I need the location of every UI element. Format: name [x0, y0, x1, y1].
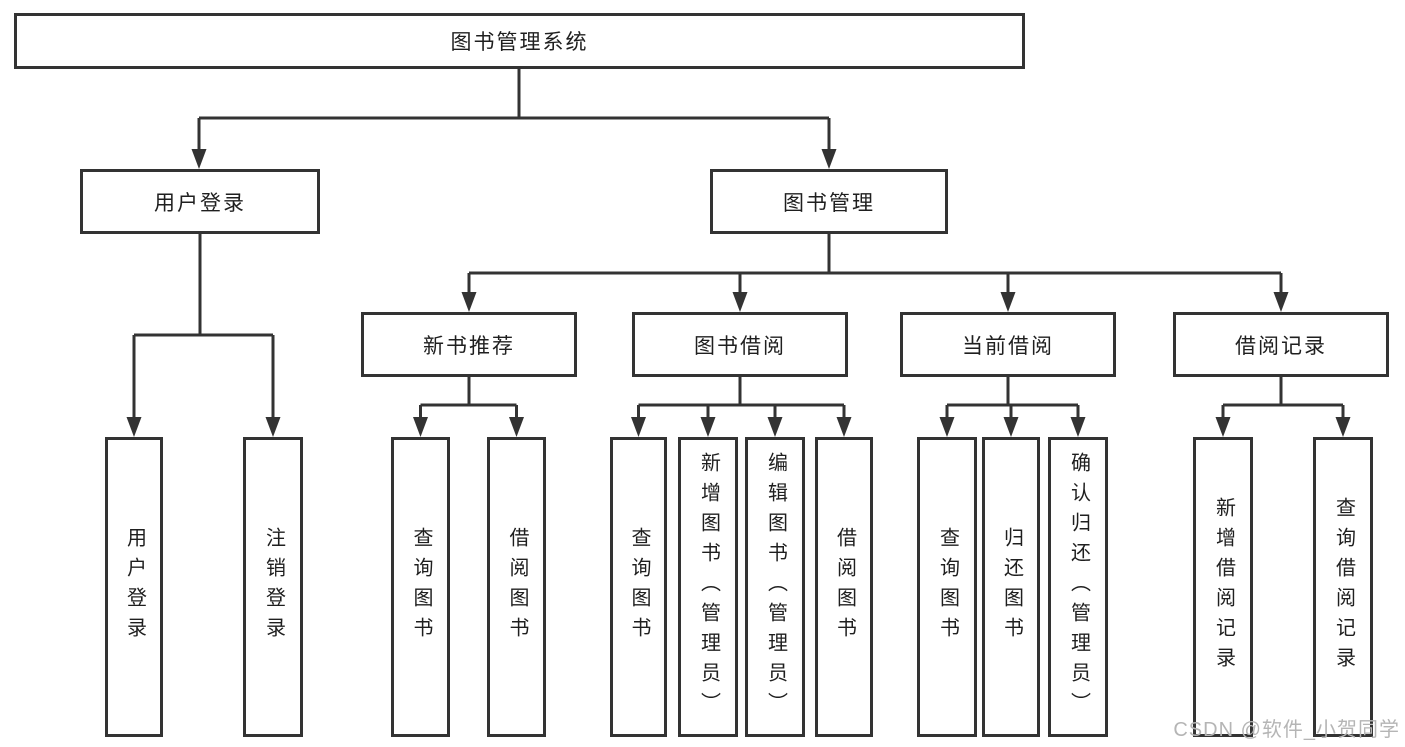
leaf-edit-book-admin: 编辑图书（管理员）: [745, 437, 805, 737]
leaf-confirm-return-admin: 确认归还（管理员）: [1048, 437, 1108, 737]
leaf-borrow-books-recommend: 借阅图书: [487, 437, 546, 737]
leaf-return-books: 归还图书: [982, 437, 1040, 737]
leaf-query-books-recommend: 查询图书: [391, 437, 450, 737]
node-new-book-recommend: 新书推荐: [361, 312, 577, 377]
leaf-query-books-borrow: 查询图书: [610, 437, 667, 737]
node-borrow-record: 借阅记录: [1173, 312, 1389, 377]
leaf-query-borrow-record: 查询借阅记录: [1313, 437, 1373, 737]
leaf-user-login: 用户登录: [105, 437, 163, 737]
leaf-query-books-current: 查询图书: [917, 437, 977, 737]
branch-book-management: 图书管理: [710, 169, 948, 234]
root-node-system-title: 图书管理系统: [14, 13, 1025, 69]
csdn-watermark: CSDN @软件_小贺同学: [1173, 719, 1400, 741]
leaf-logout: 注销登录: [243, 437, 303, 737]
node-current-borrow: 当前借阅: [900, 312, 1116, 377]
node-book-borrow: 图书借阅: [632, 312, 848, 377]
leaf-add-book-admin: 新增图书（管理员）: [678, 437, 738, 737]
leaf-borrow-books: 借阅图书: [815, 437, 873, 737]
leaf-add-borrow-record: 新增借阅记录: [1193, 437, 1253, 737]
branch-user-login: 用户登录: [80, 169, 320, 234]
